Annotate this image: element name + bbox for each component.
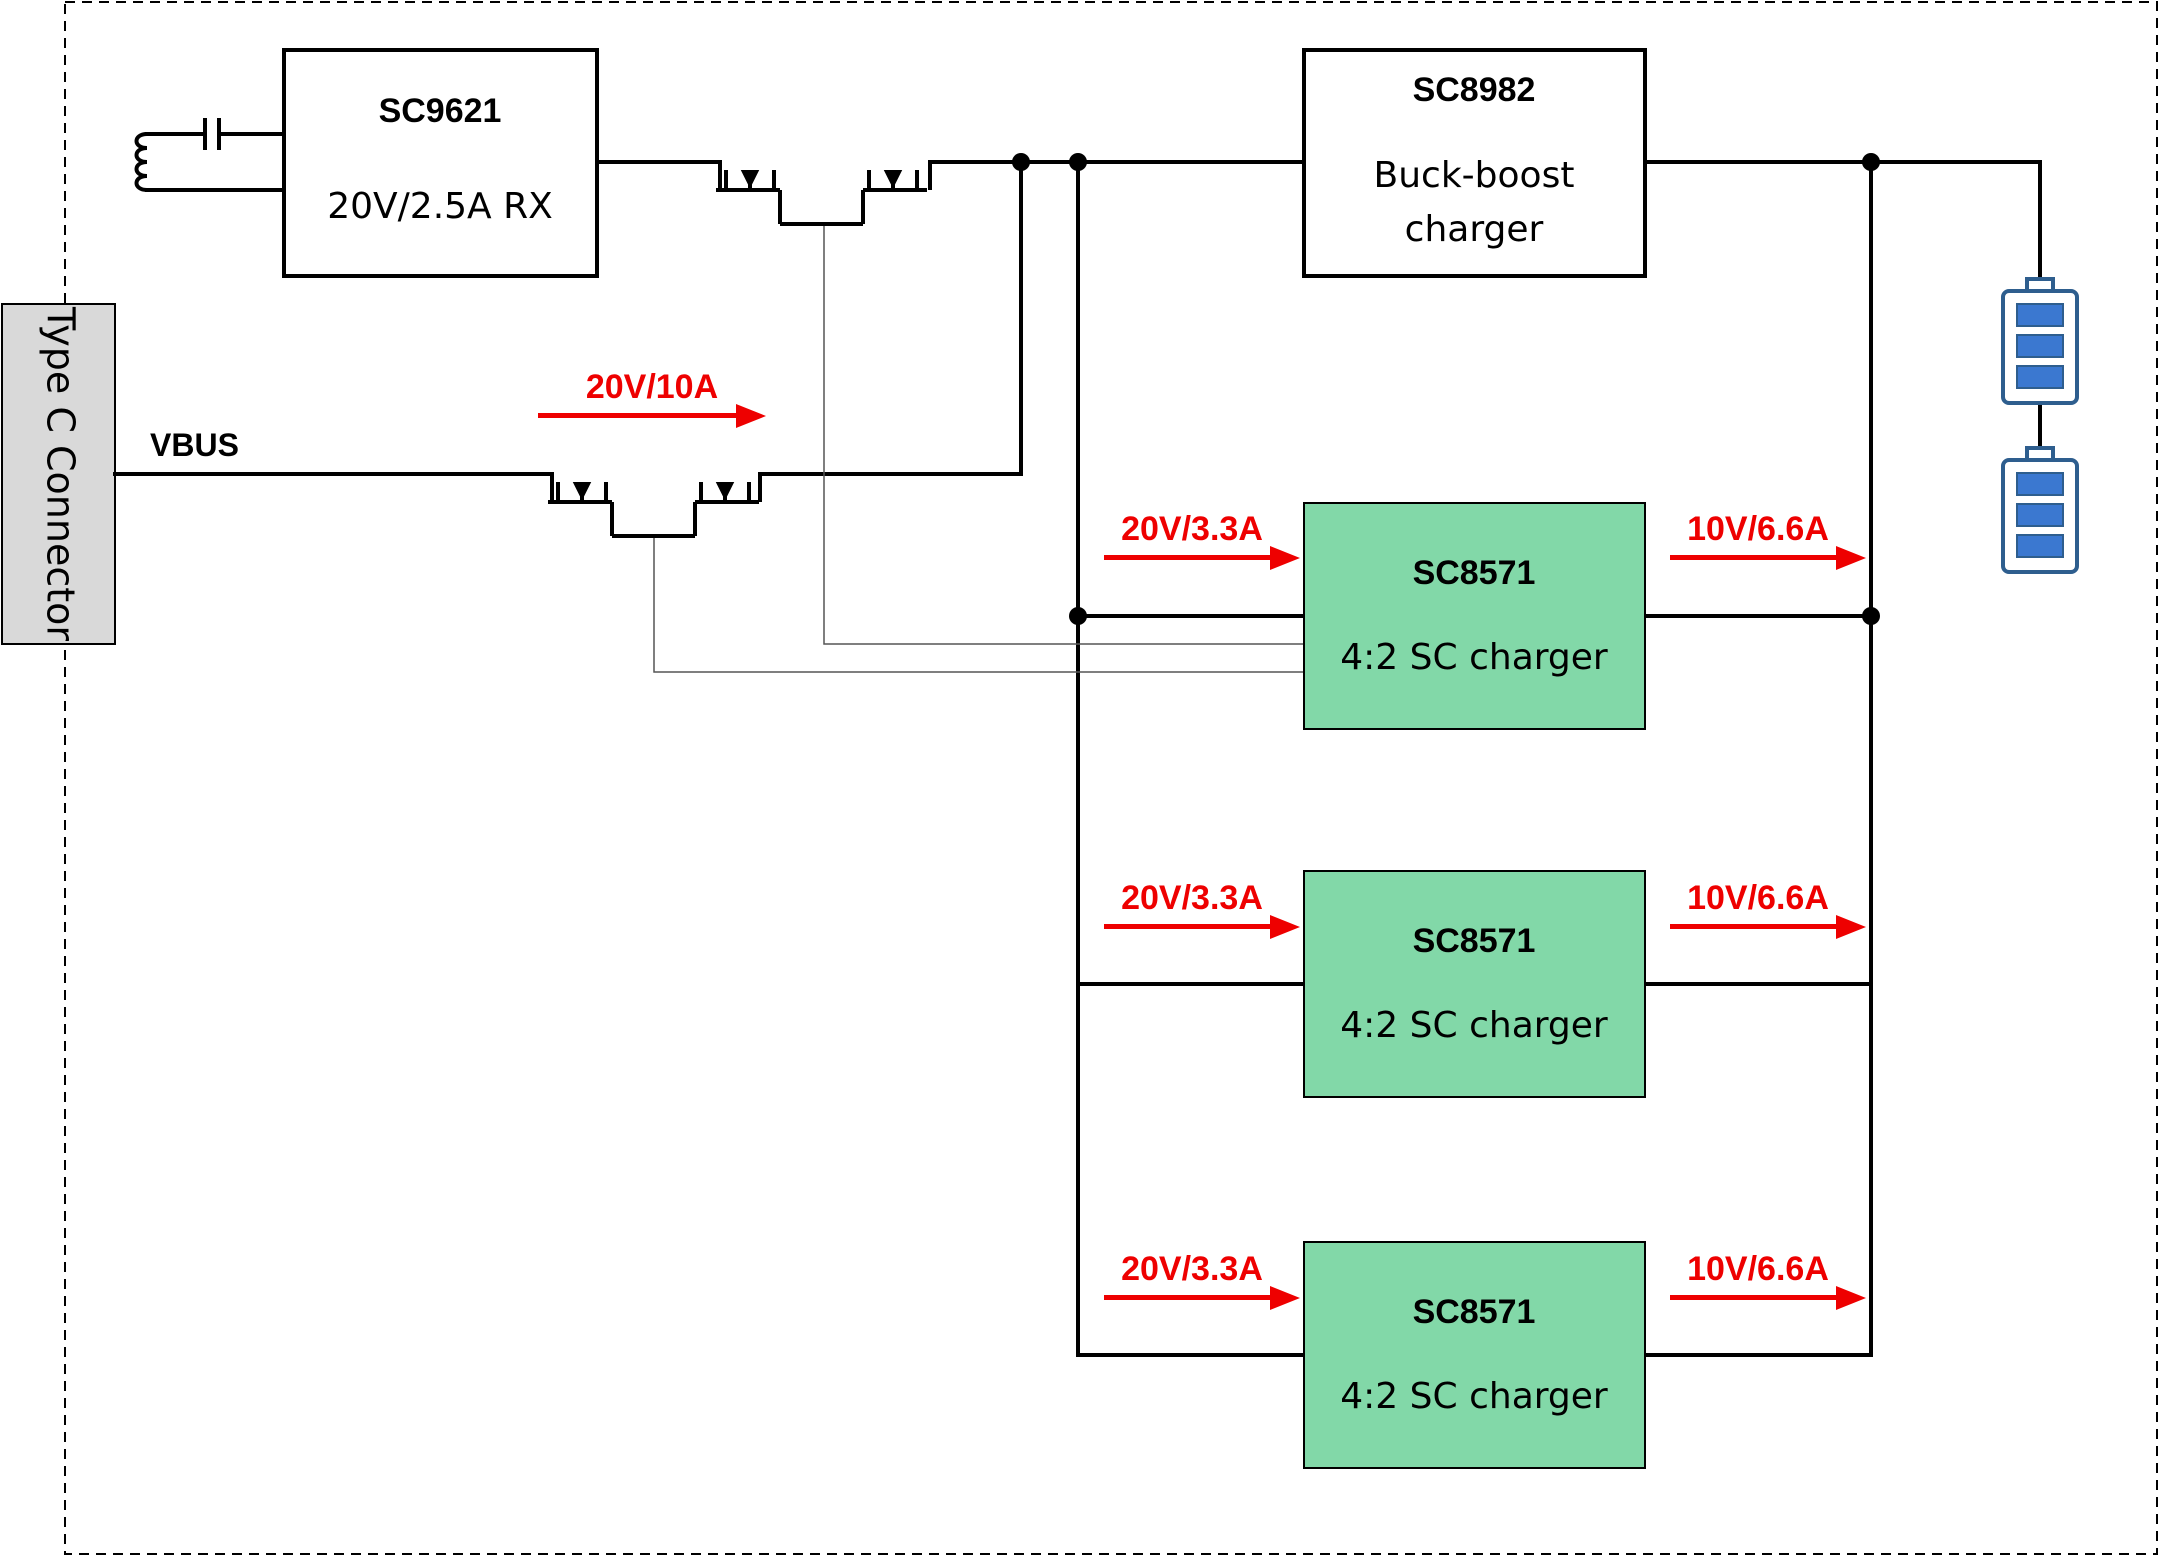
sc-output-flow-label: 10V/6.6A — [1687, 510, 1829, 548]
sc-charger-name: SC8571 — [1413, 1293, 1536, 1331]
sc-charger-desc: 4:2 SC charger — [1340, 637, 1608, 678]
battery-icon — [2001, 446, 2079, 574]
vbus-flow-arrow — [538, 404, 766, 428]
buck-boost-block: SC8982 Buck-boost charger — [1302, 48, 1647, 278]
sc-charger-block: SC8571 4:2 SC charger — [1303, 1241, 1646, 1469]
sc-charger-name: SC8571 — [1413, 554, 1536, 592]
rx-block: SC9621 20V/2.5A RX — [282, 48, 599, 278]
type-c-connector: Type C Connector — [1, 303, 116, 645]
sc-output-flow: 10V/6.6A — [1670, 510, 1866, 570]
control-lines — [653, 224, 1304, 673]
rx-block-name: SC9621 — [379, 92, 502, 130]
sc-output-flow-label: 10V/6.6A — [1687, 879, 1829, 917]
wires — [113, 132, 2042, 1357]
sc-input-flow: 20V/3.3A — [1104, 510, 1300, 570]
buck-boost-desc-line1: Buck-boost — [1374, 155, 1575, 196]
board-boundary — [64, 1, 2158, 1555]
vbus-label: VBUS — [150, 427, 239, 463]
sc-output-flow-label: 10V/6.6A — [1687, 1250, 1829, 1288]
sc-charger-desc: 4:2 SC charger — [1340, 1376, 1608, 1417]
inductor-icon — [134, 132, 148, 192]
sc-input-flow-label: 20V/3.3A — [1121, 510, 1263, 548]
sc-charger-block: SC8571 4:2 SC charger — [1303, 870, 1646, 1098]
buck-boost-name: SC8982 — [1413, 71, 1536, 109]
mosfet-icon — [716, 162, 932, 226]
sc-charger-desc: 4:2 SC charger — [1340, 1005, 1608, 1046]
sc-input-flow: 20V/3.3A — [1104, 879, 1300, 939]
mosfet-icon — [548, 474, 762, 538]
sc-charger-block: SC8571 4:2 SC charger — [1303, 502, 1646, 730]
battery-icon — [2001, 277, 2079, 405]
sc-output-flow: 10V/6.6A — [1670, 1250, 1866, 1310]
capacitor-icon — [203, 118, 221, 150]
rx-block-desc: 20V/2.5A RX — [327, 186, 553, 227]
sc-input-flow-label: 20V/3.3A — [1121, 879, 1263, 917]
vbus-flow-label: 20V/10A — [586, 368, 718, 406]
sc-input-flow-label: 20V/3.3A — [1121, 1250, 1263, 1288]
buck-boost-desc-line2: charger — [1405, 209, 1544, 250]
type-c-connector-label: Type C Connector — [39, 306, 83, 641]
sc-charger-name: SC8571 — [1413, 922, 1536, 960]
sc-input-flow: 20V/3.3A — [1104, 1250, 1300, 1310]
sc-output-flow: 10V/6.6A — [1670, 879, 1866, 939]
junction-dots — [1012, 153, 1880, 625]
